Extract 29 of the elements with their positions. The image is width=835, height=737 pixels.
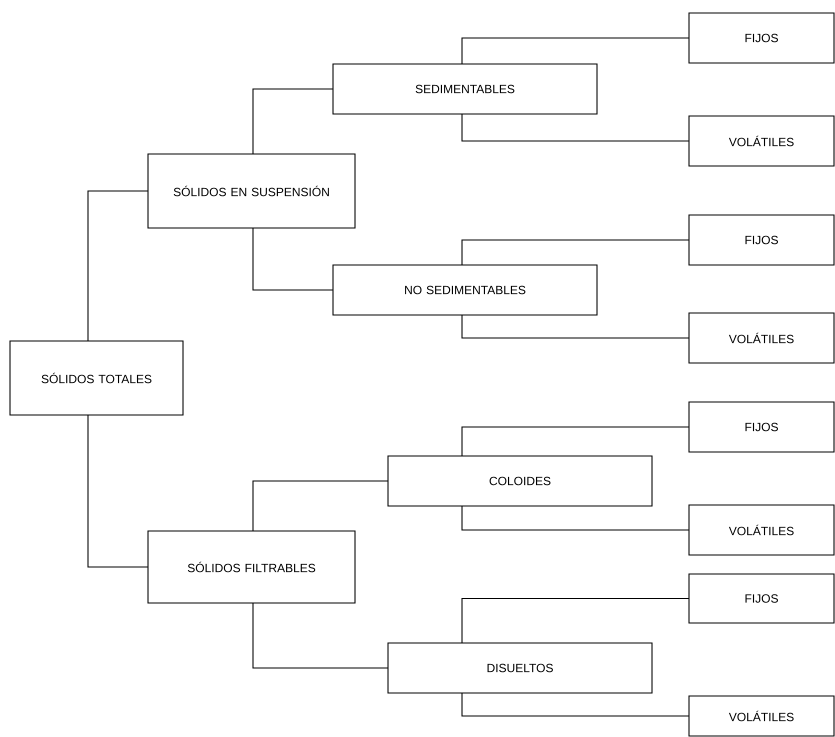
category-box: FIJOS (688, 573, 835, 624)
category-box: NO SEDIMENTABLES (332, 264, 598, 316)
connector-line (461, 694, 688, 717)
category-box: VOLÁTILES (688, 695, 835, 737)
connector-line (461, 506, 688, 531)
connector-line (461, 598, 688, 642)
category-box: VOLÁTILES (688, 504, 835, 556)
connector-line (461, 316, 688, 339)
connector-line (461, 239, 688, 264)
connector-line (252, 88, 332, 154)
category-box: SÓLIDOS FILTRABLES (147, 530, 356, 604)
category-box: FIJOS (688, 214, 835, 266)
category-box: DISUELTOS (387, 642, 653, 694)
category-box: SEDIMENTABLES (332, 63, 598, 115)
connector-line (87, 416, 148, 568)
connector-line (252, 480, 388, 530)
category-box: FIJOS (688, 12, 835, 64)
connector-line (461, 426, 688, 456)
connector-line (252, 604, 388, 669)
category-box: VOLÁTILES (688, 312, 835, 364)
category-box: COLOIDES (387, 455, 653, 507)
category-box: FIJOS (688, 401, 835, 453)
connector-line (461, 114, 688, 142)
category-box: VOLÁTILES (688, 115, 835, 167)
category-box: SÓLIDOS EN SUSPENSIÓN (147, 153, 356, 229)
connector-line (461, 37, 688, 64)
category-box: SÓLIDOS TOTALES (9, 340, 184, 416)
connector-line (87, 190, 148, 340)
connector-line (252, 228, 332, 291)
